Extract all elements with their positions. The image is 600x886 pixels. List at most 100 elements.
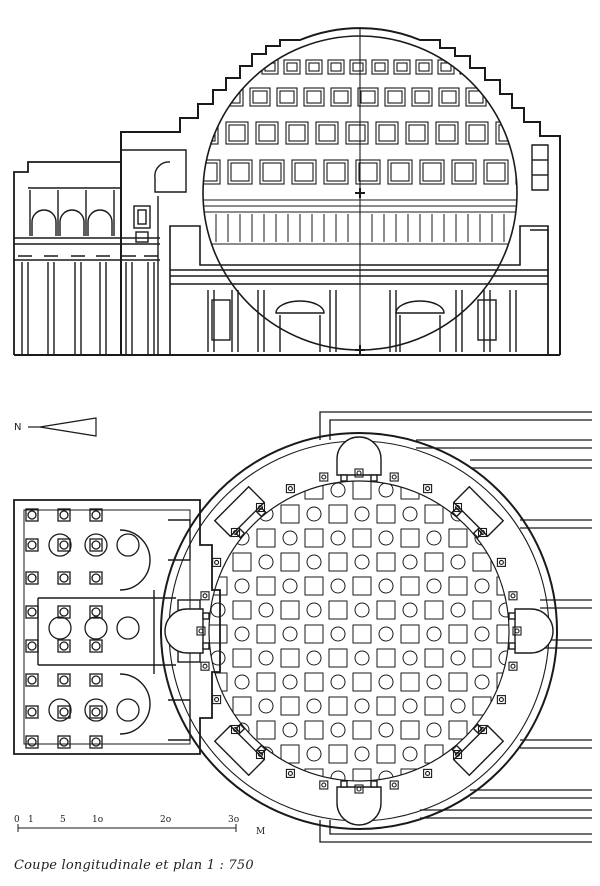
ring-column bbox=[319, 472, 329, 482]
coffer-inner bbox=[374, 62, 386, 72]
coffer-inner bbox=[330, 62, 342, 72]
niche-column bbox=[202, 612, 210, 620]
column-base bbox=[57, 639, 71, 653]
column-shaft bbox=[59, 737, 69, 747]
ring-column bbox=[389, 780, 399, 790]
floor-square bbox=[424, 552, 444, 572]
coffer-inner bbox=[468, 90, 484, 104]
scale-tick-5: 5 bbox=[60, 815, 66, 825]
floor-square bbox=[424, 504, 444, 524]
cella-circle bbox=[84, 698, 108, 722]
column-shaft bbox=[59, 510, 69, 520]
column-shaft bbox=[27, 707, 37, 717]
niche-rect bbox=[213, 485, 266, 538]
niche bbox=[451, 723, 505, 777]
ring-column bbox=[452, 749, 463, 760]
scale-bar: 0 1 5 1o 2o 3o M bbox=[14, 815, 265, 837]
floor-disc bbox=[378, 530, 394, 546]
coffer bbox=[285, 121, 309, 145]
floor-disc bbox=[306, 698, 322, 714]
coffer bbox=[249, 87, 271, 107]
floor-square bbox=[352, 624, 372, 644]
ring-column bbox=[285, 768, 295, 778]
coffer bbox=[203, 59, 213, 75]
cella-circle bbox=[116, 698, 140, 722]
north-arrow: N bbox=[14, 417, 97, 437]
coffer-inner bbox=[279, 90, 295, 104]
ring-column-core bbox=[356, 786, 362, 792]
ring-column-core bbox=[425, 486, 431, 492]
coffer bbox=[387, 159, 413, 185]
scale-tick-30: 3o bbox=[228, 815, 239, 825]
ring-column-core bbox=[232, 529, 239, 536]
column-base bbox=[57, 508, 71, 522]
column-base bbox=[89, 735, 103, 749]
coffer-inner bbox=[333, 90, 349, 104]
ring-column bbox=[212, 557, 222, 567]
column-base bbox=[25, 673, 39, 687]
column-base bbox=[25, 605, 39, 619]
floor-square bbox=[256, 481, 276, 500]
column-shaft bbox=[27, 540, 37, 550]
floor-disc bbox=[426, 674, 442, 690]
floor-disc bbox=[523, 771, 537, 785]
floor-disc bbox=[378, 722, 394, 738]
section-outer-profile bbox=[120, 27, 561, 355]
coffer-inner bbox=[418, 62, 430, 72]
coffer bbox=[419, 159, 445, 185]
floor-square bbox=[280, 648, 300, 668]
floor-disc bbox=[474, 578, 490, 594]
floor-square bbox=[256, 624, 276, 644]
niche-column bbox=[508, 642, 516, 650]
cella-circle bbox=[116, 533, 140, 557]
coffer bbox=[291, 159, 317, 185]
coffer-inner bbox=[360, 90, 376, 104]
floor-square bbox=[472, 648, 492, 668]
coffer bbox=[259, 159, 285, 185]
coffer-inner bbox=[519, 163, 537, 181]
floor-disc bbox=[354, 746, 370, 762]
coffer-inner bbox=[387, 90, 403, 104]
niche-column bbox=[256, 744, 267, 756]
column-shaft bbox=[91, 737, 101, 747]
ring-column bbox=[508, 591, 518, 601]
ring-column-core bbox=[454, 504, 461, 511]
floor-square bbox=[424, 600, 444, 620]
ring-column bbox=[496, 557, 506, 567]
cella-circle bbox=[84, 533, 108, 557]
coffer-inner bbox=[468, 124, 486, 142]
floor-square bbox=[400, 624, 420, 644]
floor-square bbox=[256, 672, 276, 692]
floor-disc bbox=[402, 746, 418, 762]
niche-column bbox=[451, 506, 462, 518]
floor-disc bbox=[306, 506, 322, 522]
rotunda-niches bbox=[164, 436, 554, 826]
column-shaft bbox=[59, 675, 69, 685]
floor-disc bbox=[330, 626, 346, 642]
coffer bbox=[438, 87, 460, 107]
floor-disc bbox=[330, 770, 346, 781]
niche bbox=[164, 608, 210, 654]
floor-square bbox=[376, 696, 396, 716]
coffer bbox=[305, 59, 323, 75]
ring-column bbox=[423, 484, 433, 494]
coffer-inner bbox=[326, 162, 346, 182]
coffer-inner bbox=[408, 124, 426, 142]
coffer bbox=[375, 121, 399, 145]
floor-disc bbox=[234, 626, 250, 642]
floor-square bbox=[400, 576, 420, 596]
scale-tick-10: 1o bbox=[92, 815, 103, 825]
ring-column-core bbox=[391, 474, 397, 480]
floor-disc bbox=[354, 554, 370, 570]
floor-square bbox=[304, 528, 324, 548]
coffer bbox=[255, 121, 279, 145]
niche bbox=[213, 723, 267, 777]
coffer bbox=[327, 59, 345, 75]
ring-column-core bbox=[498, 559, 504, 565]
floor-disc bbox=[402, 506, 418, 522]
coffer-inner bbox=[414, 90, 430, 104]
ring-column bbox=[212, 695, 222, 705]
coffer-inner bbox=[308, 62, 320, 72]
floor-disc bbox=[402, 650, 418, 666]
floor-square bbox=[472, 600, 492, 620]
